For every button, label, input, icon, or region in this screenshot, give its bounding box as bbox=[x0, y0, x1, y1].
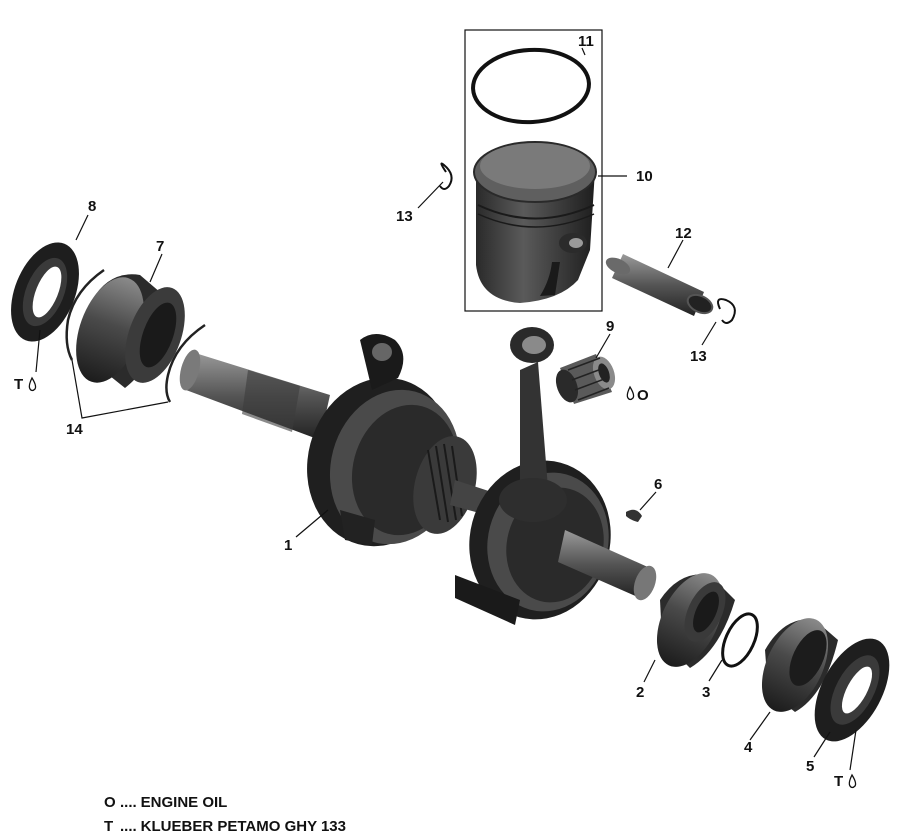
seal-ring bbox=[761, 618, 838, 712]
o-ring bbox=[721, 612, 759, 668]
callout-3: 3 bbox=[702, 684, 710, 701]
callout-9: 9 bbox=[606, 318, 614, 335]
snap-ring-left-b bbox=[165, 323, 206, 403]
drop-icon bbox=[28, 376, 37, 392]
piston-group-frame bbox=[464, 29, 603, 312]
callout-8: 8 bbox=[88, 198, 96, 215]
legend-symbol: O bbox=[104, 794, 116, 811]
callout-5: 5 bbox=[806, 758, 814, 775]
needle-bearing bbox=[555, 354, 616, 404]
legend-separator: .... bbox=[120, 794, 137, 811]
crankshaft bbox=[179, 327, 657, 625]
callout-4: 4 bbox=[744, 739, 753, 756]
oil-seal-right bbox=[814, 638, 890, 742]
piston bbox=[473, 141, 597, 303]
leader-lines bbox=[35, 47, 857, 771]
circlip-left bbox=[439, 162, 453, 190]
legend-text: KLUEBER PETAMO GHY 133 bbox=[140, 818, 346, 835]
callout-13-right: 13 bbox=[690, 348, 707, 365]
marker-o-bearing: O bbox=[637, 387, 649, 404]
legend-separator: .... bbox=[120, 818, 137, 835]
callout-10: 10 bbox=[636, 168, 653, 185]
legend-row-klueber: T....KLUEBER PETAMO GHY 133 bbox=[104, 818, 524, 835]
piston-ring bbox=[471, 47, 591, 125]
marker-t-left: T bbox=[14, 376, 23, 393]
marker-t-right: T bbox=[834, 773, 843, 790]
callout-2: 2 bbox=[636, 684, 644, 701]
legend-row-engine-oil: O....ENGINE OIL bbox=[104, 794, 524, 811]
callout-11: 11 bbox=[578, 33, 594, 50]
drop-icon bbox=[848, 773, 857, 789]
legend-text: ENGINE OIL bbox=[140, 794, 228, 811]
callout-6: 6 bbox=[654, 476, 662, 493]
legend-symbol: T bbox=[104, 818, 114, 835]
circlip-right bbox=[717, 298, 736, 324]
drop-icon bbox=[626, 385, 635, 401]
callout-1: 1 bbox=[284, 537, 292, 554]
oil-seal-left bbox=[11, 242, 79, 342]
callout-14: 14 bbox=[66, 421, 83, 438]
callout-13-top: 13 bbox=[396, 208, 413, 225]
snap-ring-left-a bbox=[65, 268, 105, 361]
callout-12: 12 bbox=[675, 225, 692, 242]
main-bearing-right bbox=[656, 573, 735, 668]
callout-7: 7 bbox=[156, 238, 164, 255]
piston-pin bbox=[605, 254, 714, 316]
main-bearing-left bbox=[76, 274, 185, 388]
woodruff-key bbox=[626, 509, 642, 522]
